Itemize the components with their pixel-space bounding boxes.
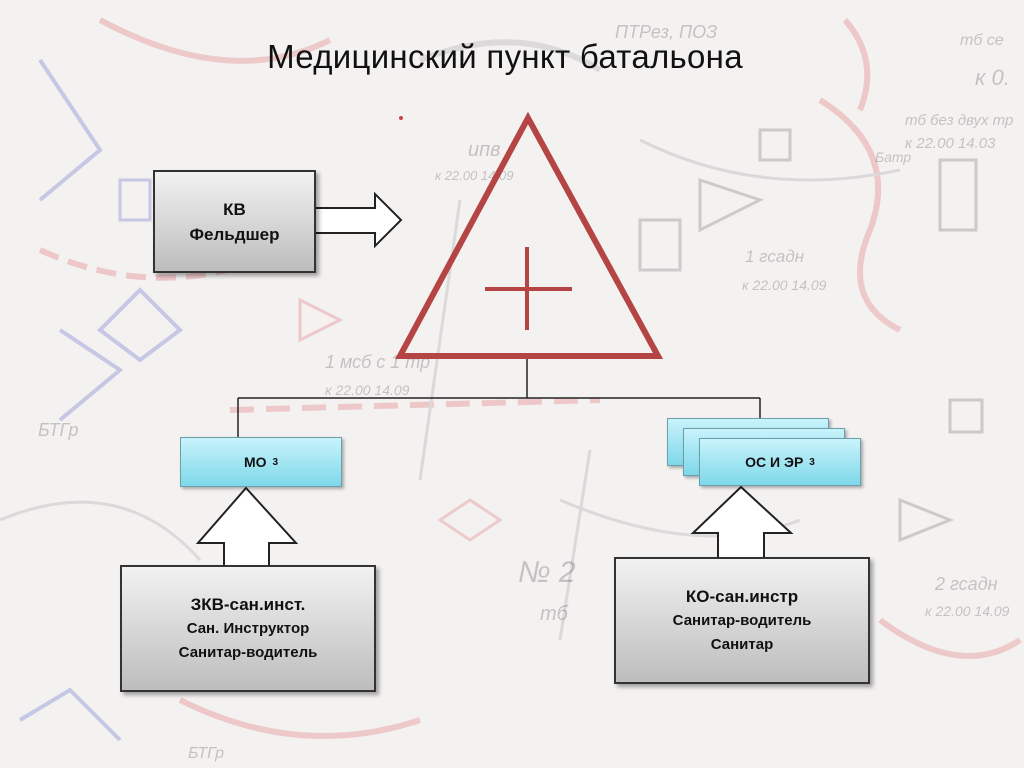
medical-point-triangle <box>394 111 664 359</box>
os-er-box: ОС И ЭР 3 <box>699 438 861 486</box>
map-label: 2 гсадн <box>934 574 998 594</box>
sanitar-driver-label-2: Санитар-водитель <box>672 611 812 629</box>
sanitar-driver-label: Санитар-водитель <box>178 643 318 661</box>
map-label: к 22.00 14.09 <box>742 277 827 293</box>
map-label: БТГр <box>38 420 79 440</box>
kv-feldsher-box: КВ Фельдшер <box>153 170 316 273</box>
map-label: ПТРез, ПОЗ <box>615 22 717 42</box>
map-label: к 0. <box>975 65 1010 90</box>
page-title: Медицинский пункт батальона <box>267 38 743 75</box>
map-label: 1 гсадн <box>745 247 805 266</box>
dot-marker <box>399 116 403 120</box>
os-er-count: 3 <box>809 456 815 468</box>
sanitar-label: Санитар <box>710 635 774 653</box>
map-label: к 22.00 14.09 <box>925 603 1010 619</box>
zkv-label: ЗКВ-сан.инст. <box>190 594 306 614</box>
kv-label: КВ <box>223 199 246 219</box>
map-label: к 22.00 14.09 <box>325 382 410 398</box>
right-up-arrow <box>690 485 794 559</box>
feldsher-label: Фельдшер <box>189 224 280 244</box>
map-label: тб без двух тр <box>905 112 1013 129</box>
map-label: к 22.00 14.03 <box>905 135 996 152</box>
ko-label: КО-сан.инстр <box>685 586 799 606</box>
os-er-label: ОС И ЭР <box>745 454 804 470</box>
map-label: БТГр <box>188 745 224 762</box>
map-label: тб <box>540 603 569 625</box>
mo-count: 3 <box>272 456 279 468</box>
map-label: тб се <box>960 32 1004 49</box>
kv-arrow <box>311 191 403 249</box>
san-instructor-label: Сан. Инструктор <box>186 619 310 637</box>
left-up-arrow <box>195 486 299 567</box>
mo-box: МО 3 <box>180 437 342 487</box>
map-label: № 2 <box>518 556 576 589</box>
map-label: ипв <box>468 139 501 161</box>
ko-staff-box: КО-сан.инстр Санитар-водитель Санитар <box>614 557 870 684</box>
mo-label: МО <box>243 454 267 470</box>
map-label: Батр <box>875 149 911 165</box>
zkv-staff-box: ЗКВ-сан.инст. Сан. Инструктор Санитар-во… <box>120 565 376 692</box>
